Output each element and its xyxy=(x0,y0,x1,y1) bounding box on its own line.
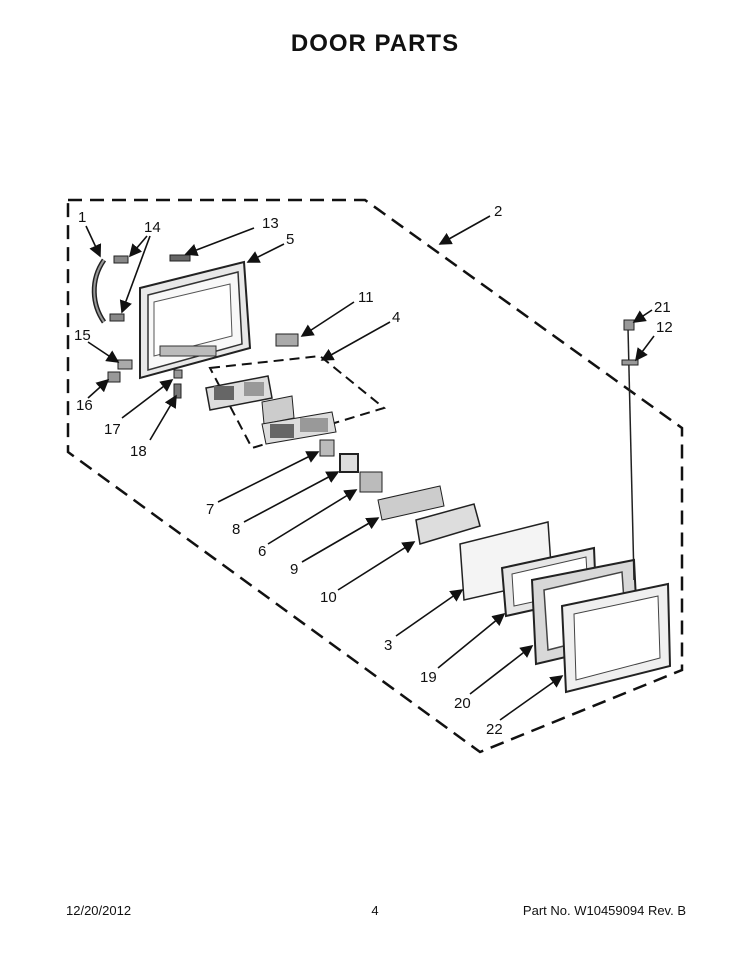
callout-12: 12 xyxy=(656,319,673,336)
control-bracket-9 xyxy=(377,485,445,521)
door-choke-22 xyxy=(560,582,672,694)
nameplate-badge xyxy=(169,254,191,262)
callout-7: 7 xyxy=(206,501,214,518)
callout-6: 6 xyxy=(258,543,266,560)
control-housing-10 xyxy=(415,503,481,545)
handle-screw-bottom xyxy=(109,313,125,322)
door-assembly-outline xyxy=(66,198,684,754)
control-panel-keypad xyxy=(261,395,337,445)
footer-part-number: Part No. W10459094 Rev. B xyxy=(522,903,686,918)
callout-4: 4 xyxy=(392,309,400,326)
callout-10: 10 xyxy=(320,589,337,606)
door-switch xyxy=(275,333,299,347)
display-window-8 xyxy=(339,453,359,473)
control-panel-overlay xyxy=(205,375,273,411)
hinge-pin xyxy=(107,371,121,383)
callout-3: 3 xyxy=(384,637,392,654)
callout-21: 21 xyxy=(654,299,671,316)
control-board-7 xyxy=(319,439,335,457)
clip-12 xyxy=(621,359,639,366)
callout-1: 1 xyxy=(78,209,86,226)
wire-harness xyxy=(627,327,635,581)
callout-14: 14 xyxy=(144,219,161,236)
door-screw xyxy=(173,383,182,399)
callout-5: 5 xyxy=(286,231,294,248)
callout-13: 13 xyxy=(262,215,279,232)
callout-8: 8 xyxy=(232,521,240,538)
callout-19: 19 xyxy=(420,669,437,686)
callout-16: 16 xyxy=(76,397,93,414)
leader-lines xyxy=(85,215,655,721)
page-title: DOOR PARTS xyxy=(290,30,460,57)
callout-18: 18 xyxy=(130,443,147,460)
callout-2: 2 xyxy=(494,203,502,220)
outer-door-panel xyxy=(139,260,252,380)
hinge-bracket xyxy=(117,359,133,370)
door-handle xyxy=(91,258,107,324)
handle-screw-top xyxy=(113,255,129,264)
callout-17: 17 xyxy=(104,421,121,438)
connector-21 xyxy=(623,319,635,331)
footer-date: 12/20/2012 xyxy=(66,903,132,918)
footer-page-number: 4 xyxy=(371,903,379,918)
callout-22: 22 xyxy=(486,721,503,738)
door-latch xyxy=(173,369,183,379)
callout-15: 15 xyxy=(74,327,91,344)
control-panel-group-outline xyxy=(208,354,387,450)
callout-11: 11 xyxy=(358,289,374,306)
control-board-6 xyxy=(359,471,383,493)
callout-9: 9 xyxy=(290,561,298,578)
callout-20: 20 xyxy=(454,695,471,712)
